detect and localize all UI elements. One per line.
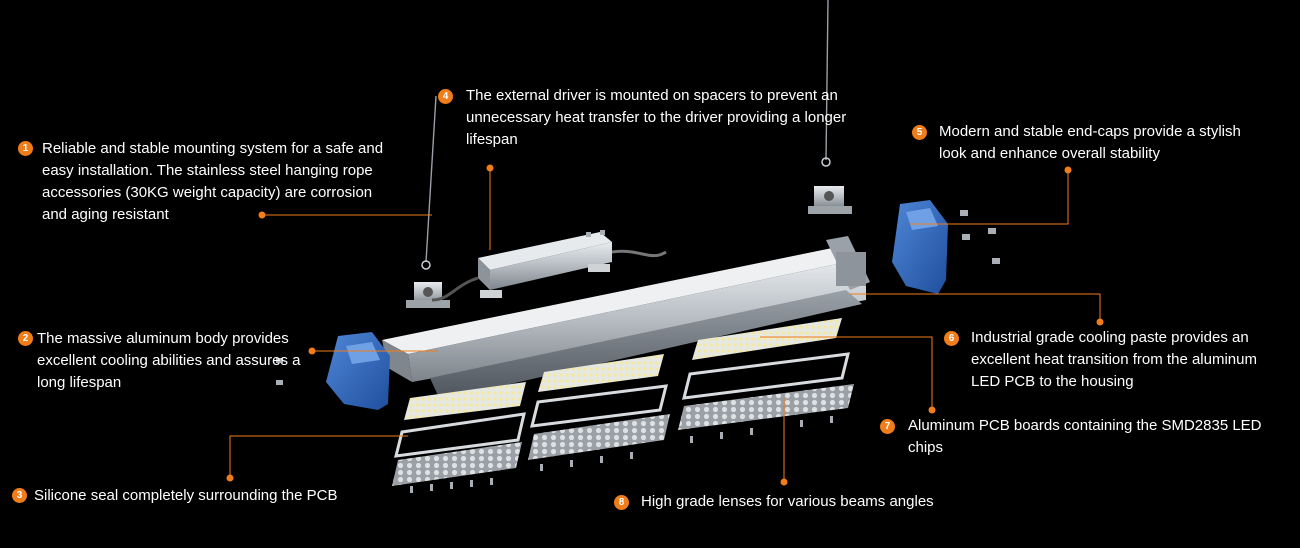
screws bbox=[276, 210, 1000, 493]
callout-number-badge: 8 bbox=[614, 495, 629, 510]
rope-clamp-right bbox=[821, 157, 831, 167]
callout-text: Aluminum PCB boards containing the SMD28… bbox=[908, 417, 1262, 456]
callout-number-badge: 4 bbox=[438, 89, 453, 104]
callout-number-badge: 5 bbox=[912, 125, 927, 140]
hanging-rope-left bbox=[425, 95, 437, 263]
end-cap-left bbox=[326, 332, 390, 410]
external-driver bbox=[431, 232, 667, 302]
callout-text: Modern and stable end-caps provide a sty… bbox=[939, 123, 1241, 162]
callout-cooling-paste: 6 Industrial grade cooling paste provide… bbox=[944, 327, 1284, 393]
hanging-rope-right bbox=[825, 0, 829, 161]
silicone-seal-3 bbox=[682, 352, 850, 400]
pcb-board-3 bbox=[692, 318, 842, 360]
pcb-board-2 bbox=[538, 354, 664, 392]
callout-text: The external driver is mounted on spacer… bbox=[466, 87, 847, 148]
mounting-bracket-right bbox=[808, 186, 852, 214]
callout-mounting-system: 1 Reliable and stable mounting system fo… bbox=[18, 138, 398, 226]
leader-dots bbox=[226, 164, 1104, 486]
callout-lenses: 8 High grade lenses for various beams an… bbox=[614, 491, 974, 513]
callout-silicone-seal: 3 Silicone seal completely surrounding t… bbox=[12, 485, 372, 507]
silicone-seal-2 bbox=[530, 384, 668, 428]
callout-number-badge: 3 bbox=[12, 488, 27, 503]
leader-lines bbox=[229, 170, 1101, 480]
end-cap-right bbox=[892, 200, 948, 294]
rope-clamp-left bbox=[421, 260, 431, 270]
lens-1 bbox=[392, 442, 522, 486]
callout-number-badge: 1 bbox=[18, 141, 33, 156]
callout-text: Reliable and stable mounting system for … bbox=[42, 140, 384, 223]
callout-aluminum-body: 2 The massive aluminum body provides exc… bbox=[18, 328, 318, 394]
mounting-bracket-left bbox=[406, 282, 450, 308]
callout-external-driver: 4 The external driver is mounted on spac… bbox=[438, 85, 868, 151]
callout-end-caps: 5 Modern and stable end-caps provide a s… bbox=[912, 121, 1272, 165]
callout-number-badge: 7 bbox=[880, 419, 895, 434]
lens-3 bbox=[678, 384, 854, 430]
callout-number-badge: 6 bbox=[944, 331, 959, 346]
lens-2 bbox=[528, 414, 670, 460]
callout-pcb-boards: 7 Aluminum PCB boards containing the SMD… bbox=[880, 415, 1290, 459]
callout-number-badge: 2 bbox=[18, 331, 33, 346]
pcb-board-1 bbox=[404, 382, 526, 420]
callout-text: Silicone seal completely surrounding the… bbox=[34, 487, 338, 504]
callout-text: High grade lenses for various beams angl… bbox=[641, 493, 934, 510]
silicone-seal-1 bbox=[394, 412, 526, 458]
callout-text: Industrial grade cooling paste provides … bbox=[971, 329, 1257, 390]
callout-text: The massive aluminum body provides excel… bbox=[37, 330, 301, 391]
